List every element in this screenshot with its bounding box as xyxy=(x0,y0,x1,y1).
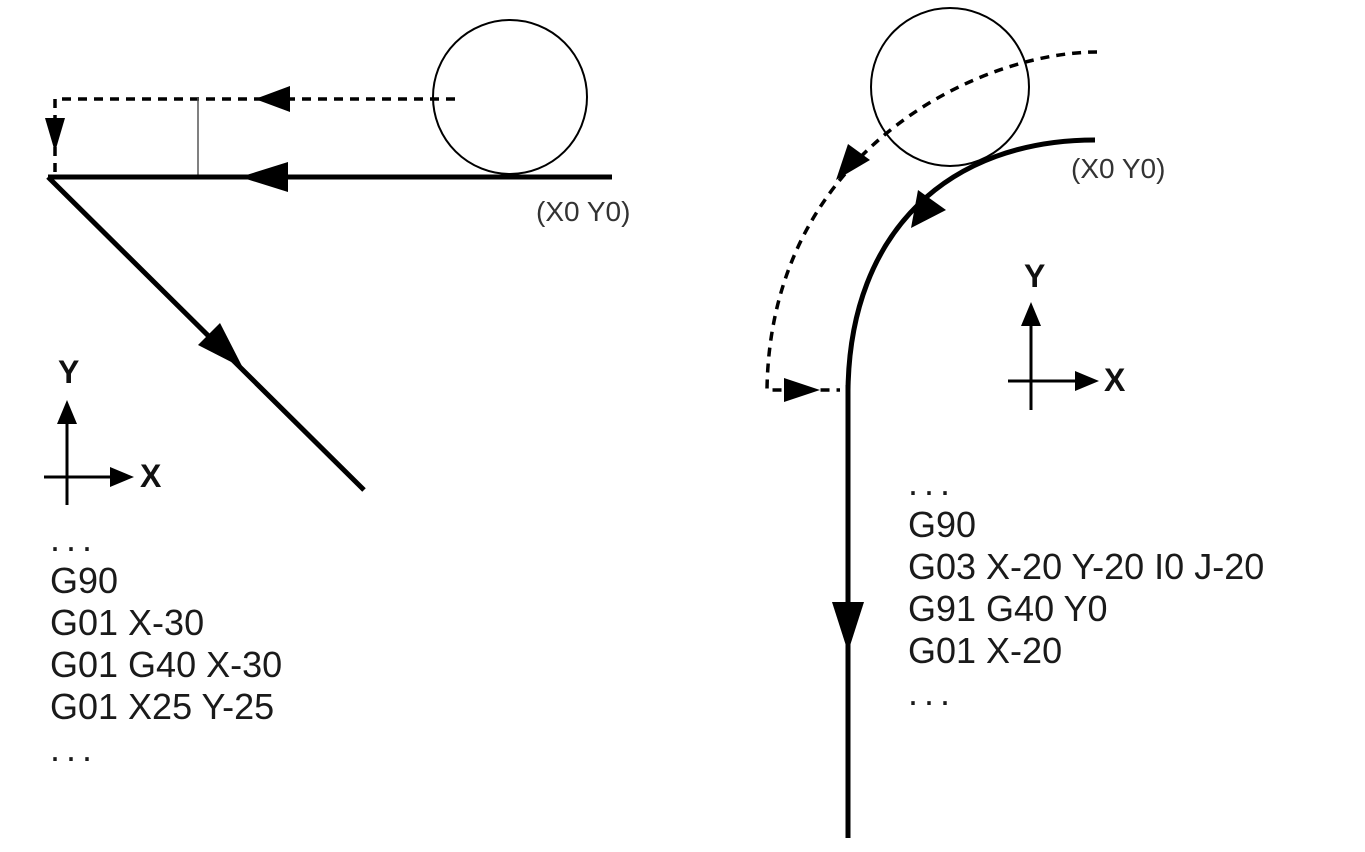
y-axis-arrow xyxy=(1021,302,1041,326)
left-gcode-block: ... G90 G01 X-30 G01 G40 X-30 G01 X25 Y-… xyxy=(50,518,282,770)
code-line: G01 X25 Y-25 xyxy=(50,686,275,727)
tool-path-arrow-end xyxy=(784,378,820,402)
left-y-axis-label: Y xyxy=(58,354,80,390)
code-line: ... xyxy=(908,672,957,713)
code-line: G01 X-20 xyxy=(908,630,1063,671)
code-line: G03 X-20 Y-20 I0 J-20 xyxy=(908,546,1265,587)
code-line: G90 xyxy=(908,504,977,545)
right-origin-label: (X0 Y0) xyxy=(1071,153,1166,184)
right-gcode-block: ... G90 G03 X-20 Y-20 I0 J-20 G91 G40 Y0… xyxy=(908,462,1264,714)
y-axis-arrow xyxy=(57,400,77,424)
right-diagram xyxy=(765,7,1099,838)
x-axis-arrow xyxy=(1075,371,1099,391)
code-line: G91 G40 Y0 xyxy=(908,588,1108,629)
tool-path-arrow xyxy=(255,86,290,112)
tool-path-arrow xyxy=(836,144,870,180)
right-x-axis-label: X xyxy=(1104,362,1126,398)
code-line: ... xyxy=(50,518,99,559)
code-line: ... xyxy=(50,728,99,769)
contour-arrow-vertical xyxy=(832,602,864,652)
tool-center-path xyxy=(53,97,455,176)
left-x-axis-label: X xyxy=(140,458,162,494)
code-line: G01 X-30 xyxy=(50,602,205,643)
tool-center-path xyxy=(765,50,1098,392)
code-line: ... xyxy=(908,462,957,503)
left-diagram xyxy=(44,19,612,505)
tool-circle xyxy=(870,7,1030,167)
code-line: G01 G40 X-30 xyxy=(50,644,283,685)
contour-arrow-arc xyxy=(911,190,946,228)
axis-indicator xyxy=(1008,302,1099,410)
contour-arrow-diagonal xyxy=(198,323,243,368)
code-line: G90 xyxy=(50,560,119,601)
x-axis-arrow xyxy=(110,467,134,487)
axis-indicator xyxy=(44,400,134,505)
tool-path-arrow-down xyxy=(45,118,65,152)
right-y-axis-label: Y xyxy=(1024,258,1046,294)
left-origin-label: (X0 Y0) xyxy=(536,196,631,227)
contour-diagonal xyxy=(46,175,366,492)
contour-arc xyxy=(845,137,1096,391)
contour-arrow xyxy=(240,162,288,192)
tool-circle xyxy=(432,19,588,175)
